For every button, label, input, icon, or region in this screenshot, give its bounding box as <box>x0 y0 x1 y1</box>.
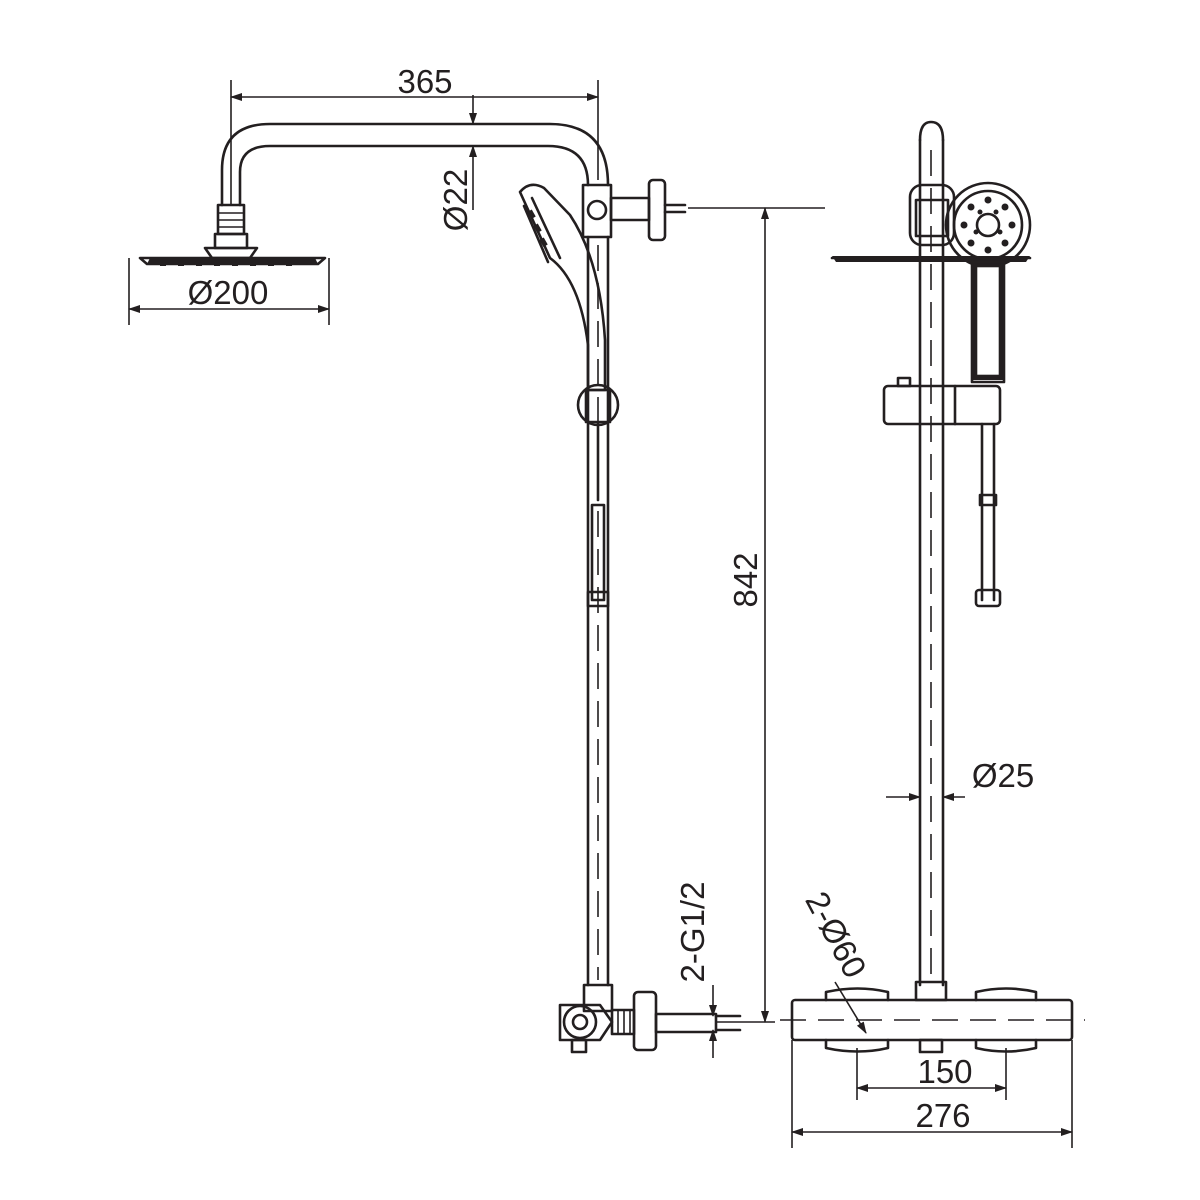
dim-rail-height: 842 <box>727 552 764 607</box>
slider-front <box>882 376 1002 608</box>
hand-shower <box>518 183 607 392</box>
front-view <box>780 120 1085 1054</box>
shower-rail <box>918 120 945 987</box>
mixer-side-view <box>558 983 742 1054</box>
rain-shower-head <box>138 203 327 266</box>
dim-arm-length: 365 <box>397 63 452 100</box>
dim-head-diameter: Ø200 <box>188 274 269 311</box>
dim-arm-diameter: Ø22 <box>437 169 474 231</box>
slider-holder <box>576 383 620 608</box>
dimension-labels: 365 Ø22 Ø200 842 Ø25 2-G1/2 2-Ø60 150 27… <box>188 63 1035 1134</box>
hand-shower-front <box>944 181 1032 384</box>
thermostatic-mixer <box>780 980 1085 1054</box>
dim-inlet-centers: 150 <box>917 1053 972 1090</box>
shower-arm <box>220 122 610 207</box>
side-view <box>138 122 742 1054</box>
dimension-lines <box>128 80 1073 1148</box>
top-wall-bracket <box>581 178 687 242</box>
dim-handle-diameter: 2-Ø60 <box>798 885 874 983</box>
dim-inlet-thread: 2-G1/2 <box>674 882 711 983</box>
dim-rail-diameter: Ø25 <box>972 757 1034 794</box>
dim-mixer-width: 276 <box>915 1097 970 1134</box>
